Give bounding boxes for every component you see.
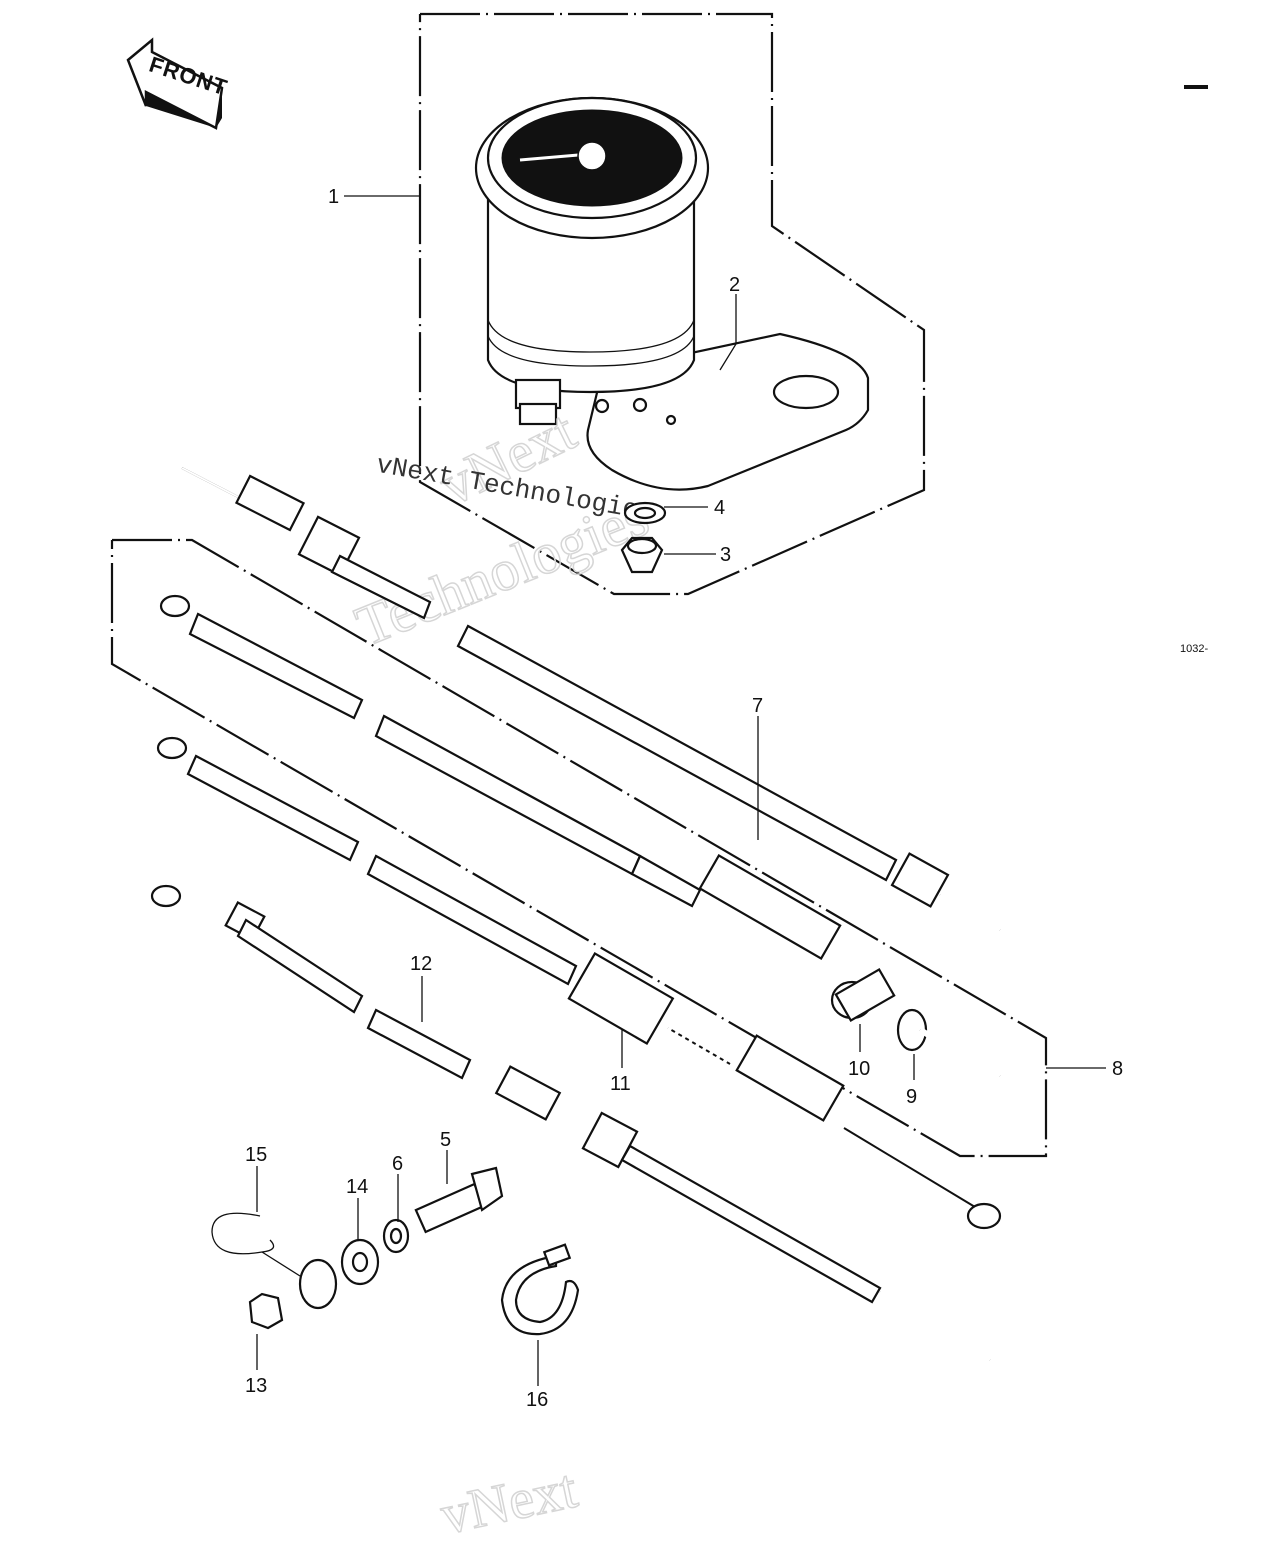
front-arrow-icon: FRONT xyxy=(126,37,231,130)
callout-4: 4 xyxy=(714,497,725,519)
nut-part-13 xyxy=(248,1292,284,1330)
callout-10: 10 xyxy=(848,1058,870,1080)
callout-7: 7 xyxy=(752,695,763,717)
callouts: 1 2 3 4 5 6 7 8 9 10 11 12 13 14 15 16 xyxy=(245,186,1123,1411)
callout-14: 14 xyxy=(346,1176,368,1198)
callout-15: 15 xyxy=(245,1144,267,1166)
callout-6: 6 xyxy=(392,1153,403,1175)
nut-part-3 xyxy=(620,536,664,574)
bolt-part-5 xyxy=(414,1166,504,1234)
washer-part-4 xyxy=(623,501,667,525)
callout-8: 8 xyxy=(1112,1058,1123,1080)
callout-3: 3 xyxy=(720,544,731,566)
band-part-16 xyxy=(500,1243,580,1336)
meter-cable-upper xyxy=(181,467,432,620)
callout-12: 12 xyxy=(410,953,432,975)
watermark-3: vNext xyxy=(436,1458,583,1536)
ref-code: 1032- xyxy=(1180,643,1208,655)
meter-cable-part-7 xyxy=(456,624,1002,932)
throttle-cable-part-11 xyxy=(156,736,1002,1230)
leader-lines xyxy=(256,195,1106,1386)
clip-part-15 xyxy=(211,1212,301,1277)
callout-1: 1 xyxy=(328,186,339,208)
throttle-cable-upper xyxy=(159,594,1002,1079)
callout-11: 11 xyxy=(610,1073,631,1095)
callout-2: 2 xyxy=(729,274,740,296)
callout-13: 13 xyxy=(245,1375,267,1397)
brake-cable-part-12 xyxy=(150,884,992,1363)
meter-assembly xyxy=(474,96,870,491)
callout-5: 5 xyxy=(440,1129,451,1151)
washer-part-14 xyxy=(298,1238,380,1310)
meter-group-outline xyxy=(418,12,926,596)
washer-part-6 xyxy=(382,1218,410,1254)
cable-group-outline xyxy=(110,538,1048,1158)
callout-9: 9 xyxy=(906,1086,917,1108)
callout-16: 16 xyxy=(526,1389,548,1411)
